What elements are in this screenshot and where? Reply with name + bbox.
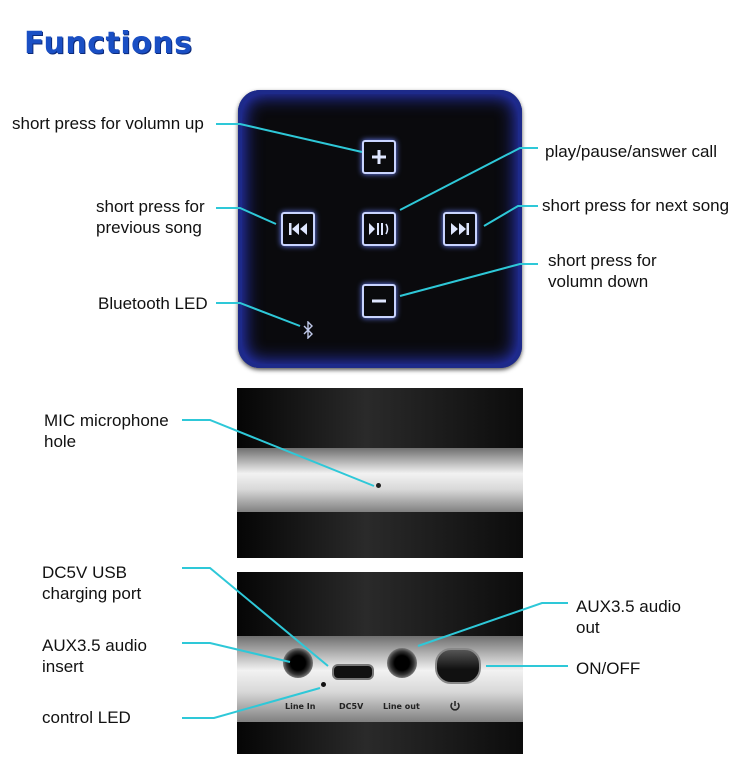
line-out-port[interactable] [387,648,417,678]
label-aux-out: AUX3.5 audio out [576,597,681,637]
previous-song-button[interactable] [281,212,315,246]
metal-band-ports: Line In DC5V Line out [237,636,523,722]
metal-band-mic [237,448,523,512]
leader-aux-in [182,642,291,663]
power-switch[interactable] [435,648,481,684]
volume-down-button[interactable] [362,284,396,318]
power-icon [450,701,460,711]
label-bluetooth-led: Bluetooth LED [98,294,208,313]
label-dc5v-usb: DC5V USB charging port [42,563,142,603]
leader-control-led [182,687,321,719]
label-volume-down: short press for volumn down [548,251,657,291]
speaker-base-lower [237,722,523,754]
label-mic-hole: MIC microphone hole [44,411,169,451]
speaker-body-upper [237,388,523,448]
line-out-label: Line out [383,702,420,711]
speaker-body-lower [237,512,523,558]
label-aux-in: AUX3.5 audio insert [42,636,147,676]
leader-vol-up [216,123,363,153]
page-title: Functions [24,26,193,61]
label-on-off: ON/OFF [576,659,641,678]
label-control-led: control LED [42,708,131,727]
bluetooth-icon [302,320,314,344]
skip-back-icon [289,223,307,235]
line-in-port[interactable] [283,648,313,678]
control-led [321,682,326,687]
leader-vol-down [399,263,538,297]
label-volume-up: short press for volumn up [12,114,204,133]
plus-icon [372,150,386,164]
leader-aux-out [417,602,568,647]
skip-forward-icon [451,223,469,235]
touch-panel [238,90,522,368]
dc5v-label: DC5V [339,702,364,711]
usb-charging-port[interactable] [332,664,374,680]
leader-bt-led [216,302,301,327]
minus-icon [372,299,386,303]
leader-prev [216,207,277,225]
leader-next [483,205,538,227]
leader-dc5v [182,567,329,667]
play-pause-icon [369,223,389,235]
label-previous-song: short press for previous song [96,197,205,237]
label-next-song: short press for next song [542,196,730,215]
mic-hole [376,483,381,488]
play-pause-button[interactable] [362,212,396,246]
volume-up-button[interactable] [362,140,396,174]
label-play-pause: play/pause/answer call [545,142,717,161]
leader-play [399,147,538,211]
leader-mic [182,419,375,487]
next-song-button[interactable] [443,212,477,246]
line-in-label: Line In [285,702,316,711]
